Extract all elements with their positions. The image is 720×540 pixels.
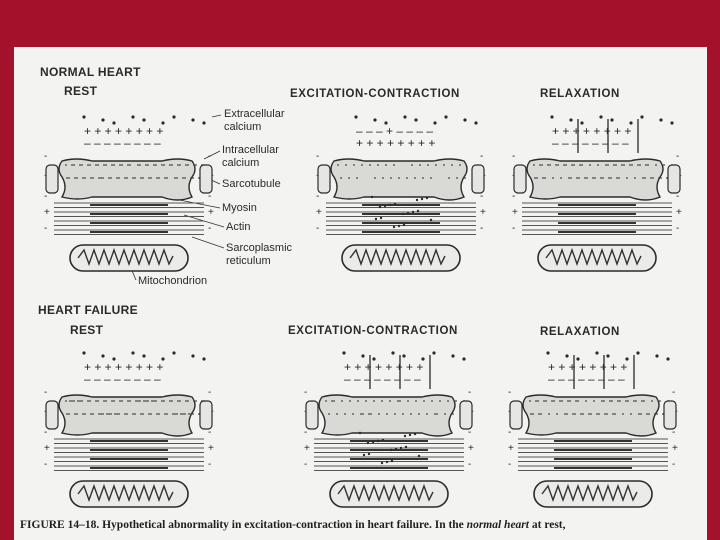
svg-text:+: +	[512, 207, 518, 218]
myofilaments	[518, 439, 668, 471]
membrane-charge-row: – – – – – – – –	[84, 136, 161, 150]
sarcolemma-cap	[46, 401, 58, 429]
membrane-charge-row: + + + + + + + +	[356, 136, 435, 150]
svg-text:+: +	[480, 207, 486, 218]
svg-text:-: -	[208, 387, 211, 398]
svg-text:-: -	[44, 223, 47, 234]
mitochondrion	[330, 481, 448, 507]
myosin-filaments	[90, 205, 168, 232]
svg-text:-: -	[208, 223, 211, 234]
svg-text:+: +	[304, 443, 310, 454]
svg-text:+: +	[44, 443, 50, 454]
mitochondrion	[70, 245, 188, 271]
svg-text:-: -	[44, 387, 47, 398]
sarcolemma-cap	[460, 401, 472, 429]
mitochondrion	[538, 245, 656, 271]
caption-italic: normal heart	[467, 519, 529, 531]
panel-failure-excitation: + + + + + + + +– – – – – – – –--++--++--	[300, 347, 478, 507]
left-frame	[0, 47, 14, 540]
myosin-filaments	[90, 441, 168, 468]
sarcolemma-cap	[46, 165, 58, 193]
mitochondrion	[342, 245, 460, 271]
sarcolemma-cap	[200, 165, 212, 193]
sarcolemma-cap	[306, 401, 318, 429]
myosin-filaments	[362, 205, 440, 232]
svg-text:-: -	[304, 427, 307, 438]
svg-text:+: +	[208, 443, 214, 454]
caption-prefix: FIGURE 14–18. Hypothetical abnormality i…	[20, 519, 467, 531]
svg-text:-: -	[512, 151, 515, 162]
caption-suffix: at rest,	[529, 519, 566, 531]
svg-text:-: -	[512, 223, 515, 234]
sarcolemma-cap	[668, 165, 680, 193]
myofilaments	[522, 203, 672, 235]
membrane-charge-row: – – – – – – – –	[552, 136, 629, 150]
top-banner	[0, 0, 720, 47]
panel-normal-relaxation: + + + + + + + +– – – – – – – –--++--++--	[508, 105, 686, 280]
svg-text:-: -	[512, 191, 515, 202]
svg-text:+: +	[672, 443, 678, 454]
svg-text:-: -	[508, 427, 511, 438]
panel-normal-excitation: – – – + – – – –+ + + + + + + +--++--++--	[312, 105, 490, 280]
myosin-filaments	[558, 205, 636, 232]
myosin-filaments	[350, 441, 428, 468]
svg-text:-: -	[304, 387, 307, 398]
svg-text:-: -	[508, 459, 511, 470]
right-frame	[707, 47, 720, 540]
svg-text:-: -	[468, 387, 471, 398]
svg-text:-: -	[44, 459, 47, 470]
membrane-charge-row: – – – – – – – –	[84, 372, 161, 386]
svg-text:-: -	[316, 191, 319, 202]
svg-text:-: -	[44, 427, 47, 438]
svg-text:-: -	[316, 223, 319, 234]
svg-text:-: -	[44, 191, 47, 202]
sarcolemma-cap	[514, 165, 526, 193]
svg-text:+: +	[44, 207, 50, 218]
membrane-charge-row: – – – – – – – –	[344, 372, 421, 386]
figure-caption: FIGURE 14–18. Hypothetical abnormality i…	[20, 519, 566, 531]
sarcolemma-cap	[472, 165, 484, 193]
myofilaments	[54, 203, 204, 235]
svg-text:-: -	[44, 151, 47, 162]
svg-text:+: +	[468, 443, 474, 454]
svg-text:+: +	[676, 207, 682, 218]
svg-text:-: -	[676, 223, 679, 234]
myofilaments	[314, 439, 464, 471]
sarcotubule	[331, 159, 467, 200]
svg-text:+: +	[208, 207, 214, 218]
svg-text:-: -	[304, 459, 307, 470]
panel-failure-rest: + + + + + + + +– – – – – – – –--++--++--	[40, 347, 218, 507]
svg-text:-: -	[468, 459, 471, 470]
svg-text:-: -	[676, 151, 679, 162]
sarcolemma-cap	[510, 401, 522, 429]
panel-failure-relaxation: + + + + + + + +– – – – – – – –--++--++--	[504, 347, 682, 507]
sarcolemma-cap	[200, 401, 212, 429]
sarcolemma-cap	[318, 165, 330, 193]
svg-text:+: +	[508, 443, 514, 454]
svg-text:+: +	[316, 207, 322, 218]
myofilaments	[326, 203, 476, 235]
svg-text:-: -	[672, 459, 675, 470]
myosin-filaments	[554, 441, 632, 468]
svg-text:-: -	[508, 387, 511, 398]
figure-scan: NORMAL HEART REST EXCITATION-CONTRACTION…	[14, 47, 707, 540]
svg-text:-: -	[480, 151, 483, 162]
sarcotubule	[319, 395, 455, 436]
mitochondrion	[534, 481, 652, 507]
sarcolemma-cap	[664, 401, 676, 429]
svg-text:-: -	[672, 387, 675, 398]
svg-text:-: -	[208, 459, 211, 470]
svg-text:-: -	[208, 151, 211, 162]
svg-text:-: -	[480, 223, 483, 234]
membrane-charge-row: – – – – – – – –	[548, 372, 625, 386]
myofilaments	[54, 439, 204, 471]
panel-normal-rest: + + + + + + + +– – – – – – – –--++--++--	[40, 105, 218, 280]
mitochondrion	[70, 481, 188, 507]
svg-text:-: -	[316, 151, 319, 162]
